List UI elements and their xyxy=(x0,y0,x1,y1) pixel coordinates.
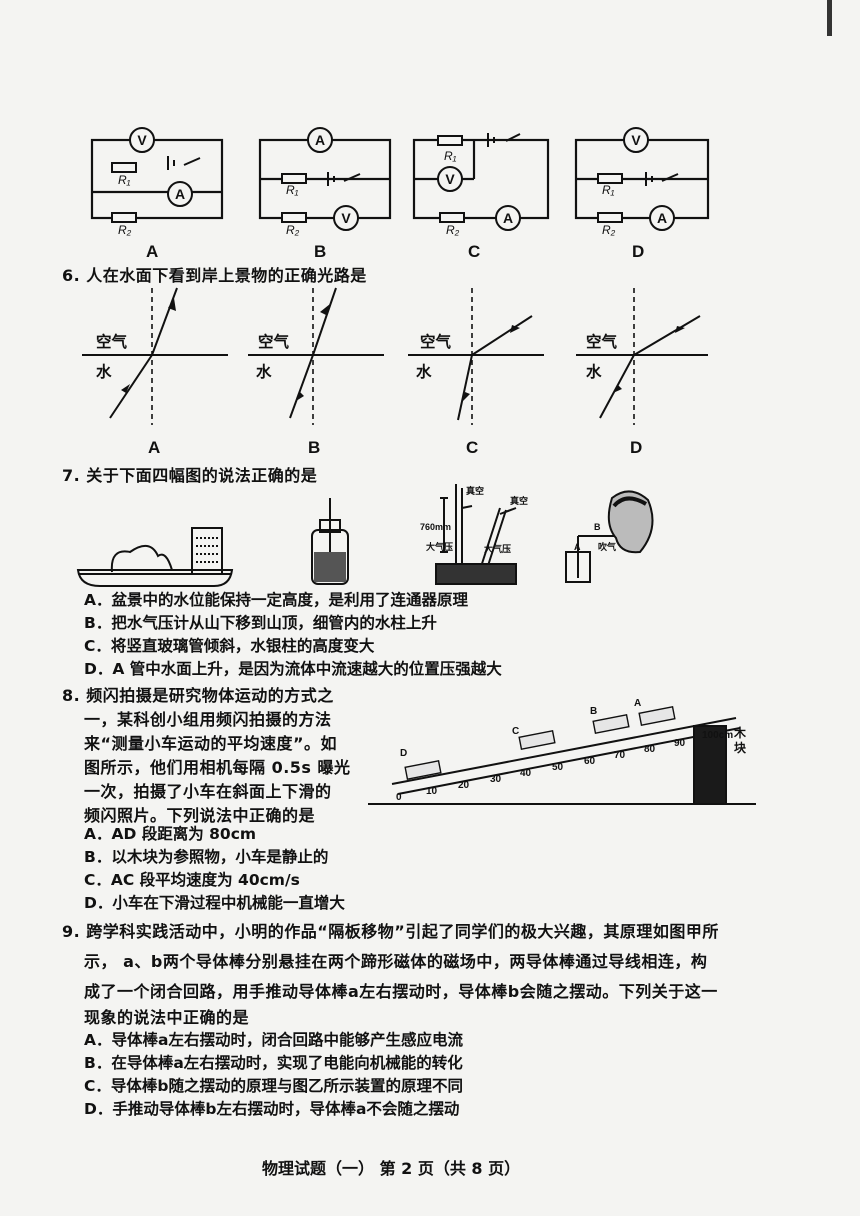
q5-components: V A A V V A V A R₁ R₂ R₁ R₂ R₁ R₂ R₁ R₂ xyxy=(111,127,679,237)
q8-block-label: 木块 xyxy=(734,726,747,755)
q8-option-b: B．以木块为参照物，小车是静止的 xyxy=(84,848,329,866)
q6-water-label: 水 xyxy=(256,363,272,381)
ruler-tick-80: 80 xyxy=(644,744,656,755)
q8-incline-figure: D C B A 0 10 20 30 40 50 60 70 80 90 100… xyxy=(368,698,756,805)
page-footer: 物理试题（一） 第 2 页（共 8 页） xyxy=(262,1159,521,1178)
ruler-tick-10: 10 xyxy=(426,786,438,797)
q9-stem-line-4: 现象的说法中正确的是 xyxy=(84,1008,250,1027)
q6-light-path-diagrams xyxy=(82,287,708,425)
q6-option-c-label: C xyxy=(466,438,479,457)
ruler-tick-20: 20 xyxy=(458,780,470,791)
q6-air-label: 空气 xyxy=(96,333,128,351)
meter-v-label: V xyxy=(341,210,351,226)
r2-label: R₂ xyxy=(446,223,460,237)
q8-stem-line-6: 频闪照片。下列说法中正确的是 xyxy=(84,806,316,825)
q7-option-b: B．把水气压计从山下移到山顶，细管内的水柱上升 xyxy=(84,614,437,632)
q8-stem-line-5: 一次，拍摄了小车在斜面上下滑的 xyxy=(84,782,332,801)
q9-option-d: D．手推动导体棒b左右摆动时，导体棒a不会随之摆动 xyxy=(84,1100,460,1118)
q8-stem-line-2: 一，某科创小组用频闪拍摄的方法 xyxy=(84,710,332,729)
car-b-label: B xyxy=(590,706,597,717)
q9-option-b: B．在导体棒a左右摆动时，实现了电能向机械能的转化 xyxy=(84,1054,463,1072)
r1-label: R₁ xyxy=(118,173,131,187)
q7-vacuum-label: 真空 xyxy=(466,485,484,496)
ruler-tick-70: 70 xyxy=(614,750,626,761)
q8-option-c: C．AC 段平均速度为 40cm/s xyxy=(84,871,300,889)
meter-v-label: V xyxy=(137,132,147,148)
q9-option-c: C．导体棒b随之摆动的原理与图乙所示装置的原理不同 xyxy=(84,1077,463,1095)
q5-option-a-label: A xyxy=(146,242,159,261)
q7-tube-b-label: B xyxy=(594,522,601,532)
q5-option-c-label: C xyxy=(468,242,481,261)
q6-stem: 6. 人在水面下看到岸上景物的正确光路是 xyxy=(62,266,367,285)
ruler-tick-0: 0 xyxy=(396,792,402,803)
q7-atm-label: 大气压 xyxy=(426,541,453,552)
ruler-tick-90: 90 xyxy=(674,738,686,749)
q8-stem-line-4: 图所示，他们用相机每隔 0.5s 曝光 xyxy=(84,758,351,777)
q7-height-label: 760mm xyxy=(420,522,451,532)
q6-option-a-label: A xyxy=(148,438,161,457)
ruler-tick-40: 40 xyxy=(520,768,532,779)
q6-option-d-label: D xyxy=(630,438,643,457)
car-a-label: A xyxy=(634,698,641,709)
meter-a-label: A xyxy=(175,186,185,202)
ruler-tick-50: 50 xyxy=(552,762,564,773)
q6-water-label: 水 xyxy=(416,363,432,381)
ruler-tick-100: 100cm xyxy=(702,730,733,741)
q7-atm-label: 大气压 xyxy=(484,543,511,554)
r2-label: R₂ xyxy=(118,223,132,237)
meter-v-label: V xyxy=(445,171,455,187)
q7-option-c: C．将竖直玻璃管倾斜，水银柱的高度变大 xyxy=(84,637,375,655)
q6-air-label: 空气 xyxy=(420,333,452,351)
q6-option-b-label: B xyxy=(308,438,321,457)
ruler-tick-30: 30 xyxy=(490,774,502,785)
r1-label: R₁ xyxy=(444,149,457,163)
page-edge-mark xyxy=(827,0,832,36)
r2-label: R₂ xyxy=(286,223,300,237)
r1-label: R₁ xyxy=(602,183,615,197)
r2-label: R₂ xyxy=(602,223,616,237)
q6-water-label: 水 xyxy=(96,363,112,381)
meter-a-label: A xyxy=(315,132,325,148)
car-d-label: D xyxy=(400,748,407,759)
q5-option-b-label: B xyxy=(314,242,327,261)
car-c-label: C xyxy=(512,726,519,737)
q9-stem-line-1: 9. 跨学科实践活动中，小明的作品“隔板移物”引起了同学们的极大兴趣，其原理如图… xyxy=(62,922,719,941)
q8-option-a: A．AD 段距离为 80cm xyxy=(84,825,257,843)
q7-option-a: A．盆景中的水位能保持一定高度，是利用了连通器原理 xyxy=(84,591,468,609)
q7-vacuum-label: 真空 xyxy=(510,495,528,506)
q7-figures: 真空 真空 760mm 大气压 大气压 B A 吹气 xyxy=(76,484,654,587)
q6-water-label: 水 xyxy=(586,363,602,381)
q5-option-d-label: D xyxy=(632,242,645,261)
q6-air-label: 空气 xyxy=(258,333,290,351)
q7-tube-a-label: A xyxy=(574,542,581,552)
q8-option-d: D．小车在下滑过程中机械能一直增大 xyxy=(84,894,345,912)
q9-option-a: A．导体棒a左右摆动时，闭合回路中能够产生感应电流 xyxy=(84,1031,463,1049)
q6-air-label: 空气 xyxy=(586,333,618,351)
q8-stem-line-1: 8. 频闪拍摄是研究物体运动的方式之 xyxy=(62,686,334,705)
q8-stem-line-3: 来“测量小车运动的平均速度”。如 xyxy=(84,734,338,753)
meter-v-label: V xyxy=(631,132,641,148)
meter-a-label: A xyxy=(503,210,513,226)
meter-a-label: A xyxy=(657,210,667,226)
q9-stem-line-3: 成了一个闭合回路，用手推动导体棒a左右摆动时，导体棒b会随之摆动。下列关于这一 xyxy=(84,982,718,1001)
q7-stem: 7. 关于下面四幅图的说法正确的是 xyxy=(62,466,318,485)
r1-label: R₁ xyxy=(286,183,299,197)
q9-stem-line-2: 示， a、b两个导体棒分别悬挂在两个蹄形磁体的磁场中，两导体棒通过导线相连，构 xyxy=(84,952,708,971)
q7-blow-label: 吹气 xyxy=(598,541,616,552)
ruler-tick-60: 60 xyxy=(584,756,596,767)
q7-option-d: D．A 管中水面上升，是因为流体中流速越大的位置压强越大 xyxy=(84,660,502,678)
